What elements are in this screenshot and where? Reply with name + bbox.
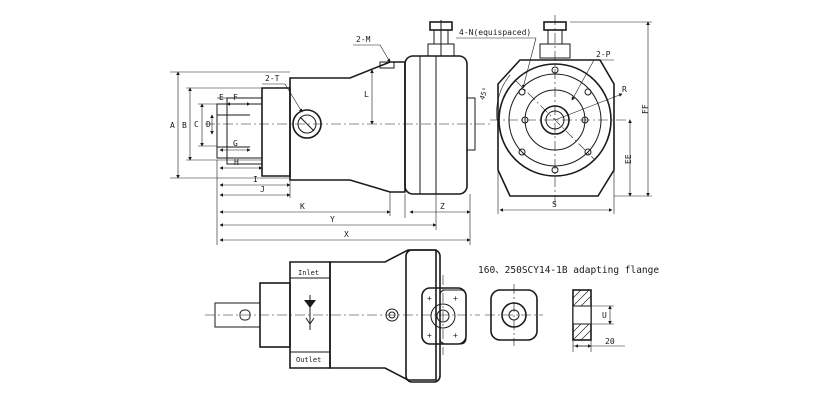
dim-label-ee: EE (624, 154, 633, 164)
side-knob (427, 20, 455, 57)
flange-section: U 20 (572, 289, 625, 352)
dim-label-k: K (300, 202, 305, 211)
bolt-hole (518, 148, 526, 156)
svg-text:+: + (427, 331, 432, 340)
adapting-flange: 160、250SCY14-1B adapting flange U 20 (478, 265, 659, 352)
dim-label-b: B (182, 121, 187, 130)
outlet-label: Outlet (296, 356, 321, 364)
bolt-hole (584, 88, 592, 96)
dim-label-i: I (253, 175, 258, 184)
plan-port-flange (421, 287, 467, 345)
radius-label: R (622, 85, 627, 94)
callout-4-n: 4-N(equispaced) (459, 28, 531, 37)
dim-label-h: H (234, 158, 239, 167)
flange-caption: 160、250SCY14-1B adapting flange (478, 265, 659, 276)
callout-2-t: 2-T (265, 74, 280, 83)
bolt-hole (584, 148, 592, 156)
dim-label-j: J (260, 185, 265, 194)
plan-view: Inlet Outlet + + + + (205, 249, 480, 383)
dim-label-y: Y (330, 215, 335, 224)
bolt-hole (518, 88, 526, 96)
side-view: A B C D E F G H I J K Y X Z L (170, 35, 490, 245)
dim-label-e: E (219, 93, 224, 102)
dim-label-g: G (233, 139, 238, 148)
callout-2-m: 2-M (356, 35, 371, 44)
inlet-label: Inlet (298, 269, 319, 277)
dim-label-20: 20 (605, 337, 615, 346)
front-cover (261, 87, 291, 177)
end-housing (497, 59, 615, 197)
dim-label-x: X (344, 230, 349, 239)
svg-text:+: + (453, 294, 458, 303)
end-view: 45° 4-N(equispaced) 2-P R S EE FF (456, 15, 652, 214)
dim-label-u: U (602, 311, 607, 320)
dim-label-c: C (194, 120, 199, 129)
svg-text:+: + (427, 294, 432, 303)
dim-label-z: Z (440, 202, 445, 211)
dim-label-s: S (552, 200, 557, 209)
svg-text:+: + (453, 331, 458, 340)
dim-label-d: D (206, 120, 211, 129)
pump-body (289, 61, 406, 193)
angle-45-label: 45° (478, 86, 490, 101)
dim-label-a: A (170, 121, 175, 130)
callout-2-p: 2-P (596, 50, 611, 59)
dim-label-f: F (233, 93, 238, 102)
dim-label-l: L (364, 90, 369, 99)
dim-label-ff: FF (641, 104, 650, 114)
